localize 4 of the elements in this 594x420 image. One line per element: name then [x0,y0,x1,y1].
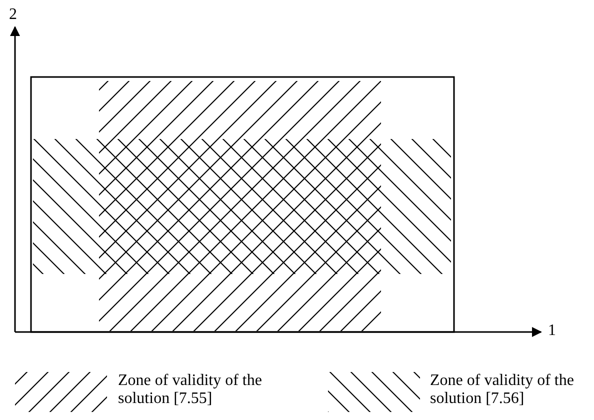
axis-label: 1 [548,322,556,340]
axis-label: 2 [9,6,17,24]
legend-text: Zone of validity of the solution [7.56] [430,372,575,408]
legend-text: Zone of validity of the solution [7.55] [118,372,263,408]
